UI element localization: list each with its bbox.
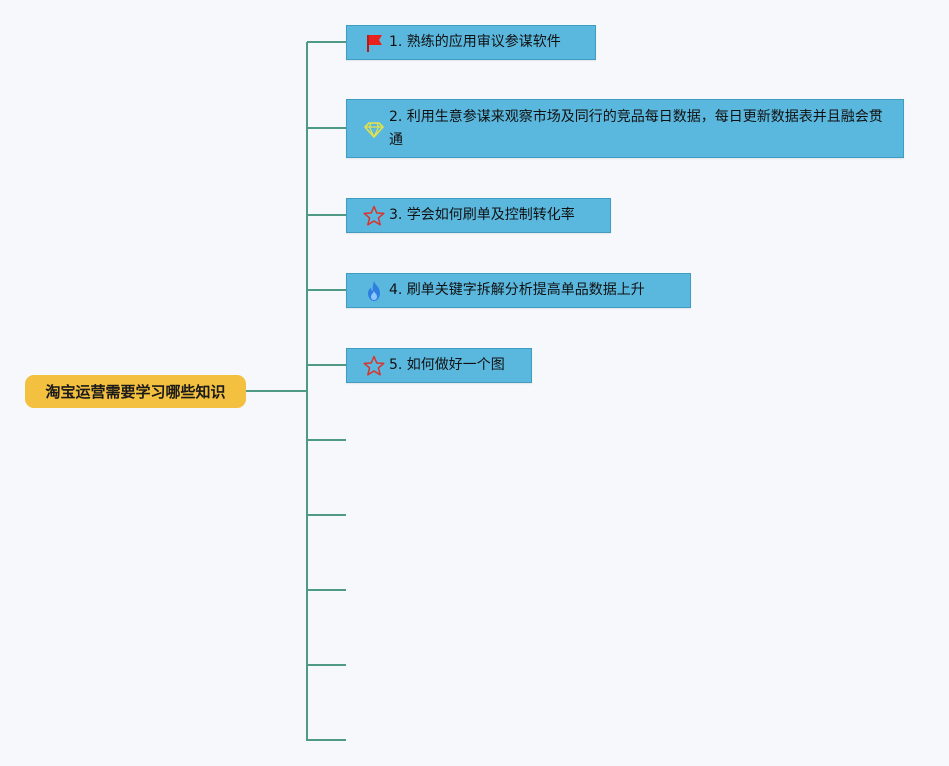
branch-topic-label: 2. 利用生意参谋来观察市场及同行的竞品每日数据，每日更新数据表并且融会贯通 [389, 108, 883, 148]
branch-topic-label: 4. 刷单关键字拆解分析提高单品数据上升 [389, 282, 645, 298]
diamond-icon [363, 118, 385, 140]
branch-topic-1[interactable]: 1. 熟练的应用审议参谋软件 [346, 25, 596, 60]
star-outline-icon [363, 205, 385, 227]
branch-topic-label: 3. 学会如何刷单及控制转化率 [389, 207, 575, 223]
branch-topic-3[interactable]: 3. 学会如何刷单及控制转化率 [346, 198, 611, 233]
red-flag-icon [363, 32, 385, 54]
branch-topic-2[interactable]: 2. 利用生意参谋来观察市场及同行的竞品每日数据，每日更新数据表并且融会贯通 [346, 99, 904, 158]
star-outline-icon [363, 355, 385, 377]
fire-icon [363, 280, 385, 302]
branch-topic-4[interactable]: 4. 刷单关键字拆解分析提高单品数据上升 [346, 273, 691, 308]
root-topic[interactable]: 淘宝运营需要学习哪些知识 [25, 375, 246, 408]
root-topic-label: 淘宝运营需要学习哪些知识 [45, 383, 226, 401]
branch-topic-label: 5. 如何做好一个图 [389, 357, 505, 373]
branch-topic-5[interactable]: 5. 如何做好一个图 [346, 348, 532, 383]
branch-topic-label: 1. 熟练的应用审议参谋软件 [389, 34, 561, 50]
